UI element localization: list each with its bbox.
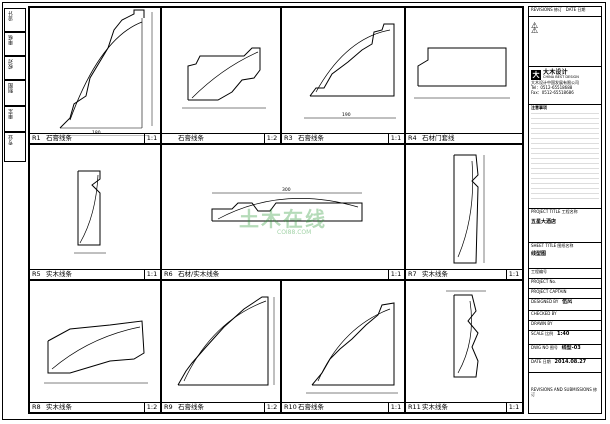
profile-drawing: 190	[304, 23, 396, 119]
tb-row: PROJECT CAPTAIN	[529, 289, 601, 299]
signoff-cell: 审核	[4, 32, 26, 56]
tb-row: DWG NO 图号 线型-03	[529, 345, 601, 359]
tb-row: DESIGNED BY 伍凤	[529, 299, 601, 311]
profile-drawing	[414, 47, 510, 99]
company-logo-icon: 大	[531, 70, 541, 80]
warning-icon: ⚠	[531, 21, 539, 30]
notes-block: 注意事项	[529, 105, 601, 209]
tb-row: CHECKED BY	[529, 311, 601, 321]
profile-drawing	[177, 296, 275, 386]
notes-text	[531, 110, 599, 200]
tb-row: SCALE 比例 1:40	[529, 331, 601, 345]
dim-label: 190	[342, 112, 351, 118]
watermark-sub: COI88.COM	[277, 229, 312, 236]
profile-drawing: 300	[211, 187, 363, 222]
signoff-cell: 制图	[4, 80, 26, 106]
tb-row: DATE 日期 2014.08.27	[529, 359, 601, 373]
tb-footer: REVISIONS AND SUBMISSIONS 修订	[531, 387, 598, 397]
warning-icon: ⚠	[531, 26, 539, 35]
profile-drawing: 180	[50, 9, 153, 136]
watermark: 土木在线	[239, 207, 327, 231]
tb-row: PROJECT No.	[529, 279, 601, 289]
profile-drawing	[446, 290, 486, 378]
drawing-sheet	[2, 2, 606, 420]
project-title-block: PROJECT TITLE 工程名称 五星大酒店	[529, 209, 601, 243]
profile-drawing	[74, 170, 106, 254]
profile-drawing	[44, 320, 148, 384]
profile-drawing	[306, 302, 398, 394]
signoff-cell: 校对	[4, 56, 26, 80]
tb-row: 工程编号	[529, 269, 601, 279]
signoff-strip: 设计 审核 校对 制图 审定 专业	[4, 8, 26, 162]
tb-row: DRAWN BY	[529, 321, 601, 331]
signoff-cell: 设计	[4, 8, 26, 32]
revision-row: REVISIONS 修订 DATE 日期	[529, 7, 601, 17]
revision-area: ⚠ ⚠	[529, 17, 601, 67]
sheet-title-block: SHEET TITLE 图纸名称 线型图	[529, 243, 601, 269]
signoff-cell: 审定	[4, 106, 26, 132]
profile-drawing	[182, 47, 266, 109]
signoff-cell: 专业	[4, 132, 26, 162]
dim-label: 300	[282, 187, 291, 193]
profile-drawing	[453, 154, 485, 264]
